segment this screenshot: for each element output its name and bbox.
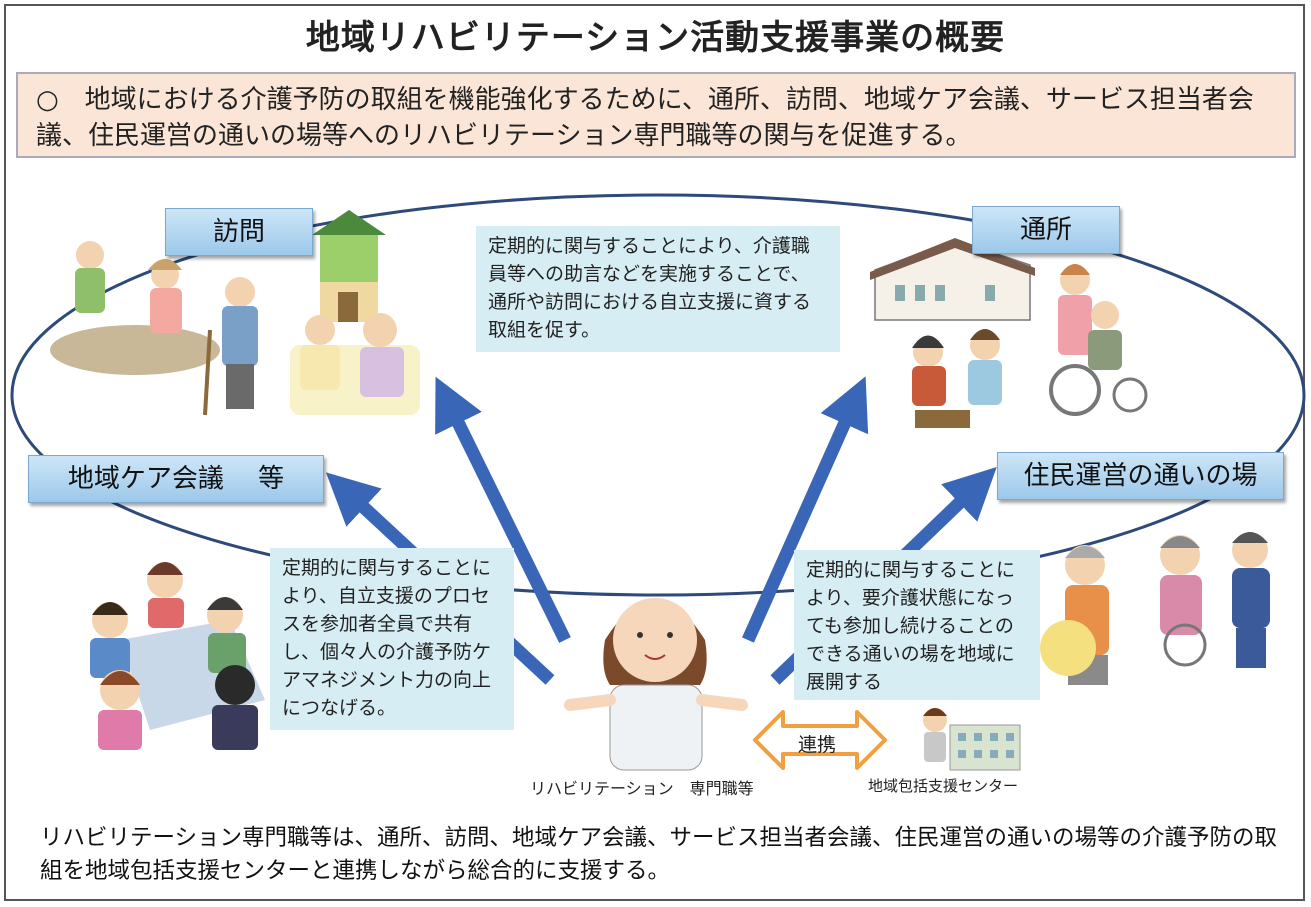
gathering-place-illustration (1040, 532, 1270, 685)
caption-cooperation: 連携 (798, 734, 837, 756)
day-service-illustration (870, 238, 1148, 428)
care-meeting-illustration (90, 562, 265, 750)
arrow-to-visit (435, 376, 571, 643)
purpose-box: ○ 地域における介護予防の取組を機能強化するために、通所、訪問、地域ケア会議、サ… (16, 72, 1296, 158)
note-center: 定期的に関与することにより、介護職員等への助言などを実施することで、通所や訪問に… (476, 226, 840, 352)
visit-illustration (50, 210, 420, 416)
note-left: 定期的に関与することにより、自立支援のプロセスを参加者全員で共有し、個々人の介護… (270, 548, 514, 730)
note-right: 定期的に関与することにより、要介護状態になっても参加し続けることのできる通いの場… (794, 550, 1040, 700)
page-title: 地域リハビリテーション活動支援事業の概要 (305, 18, 1006, 58)
support-center-illustration (923, 708, 1021, 771)
professional-illustration (564, 598, 748, 771)
footer-summary: リハビリテーション専門職等は、通所、訪問、地域ケア会議、サービス担当者会議、住民… (40, 825, 1278, 884)
cycle-ellipse (10, 193, 1306, 597)
cooperation-arrow (753, 710, 887, 770)
arrow-to-day-service (742, 376, 869, 643)
label-day-service: 通所 (972, 206, 1120, 254)
label-care-meeting: 地域ケア会議 等 (28, 455, 324, 503)
caption-support-center: 地域包括支援センター (868, 777, 1019, 795)
label-visit: 訪問 (165, 208, 313, 256)
label-gathering-place: 住民運営の通いの場 (997, 452, 1284, 500)
caption-professional: リハビリテーション 専門職等 (530, 779, 754, 798)
